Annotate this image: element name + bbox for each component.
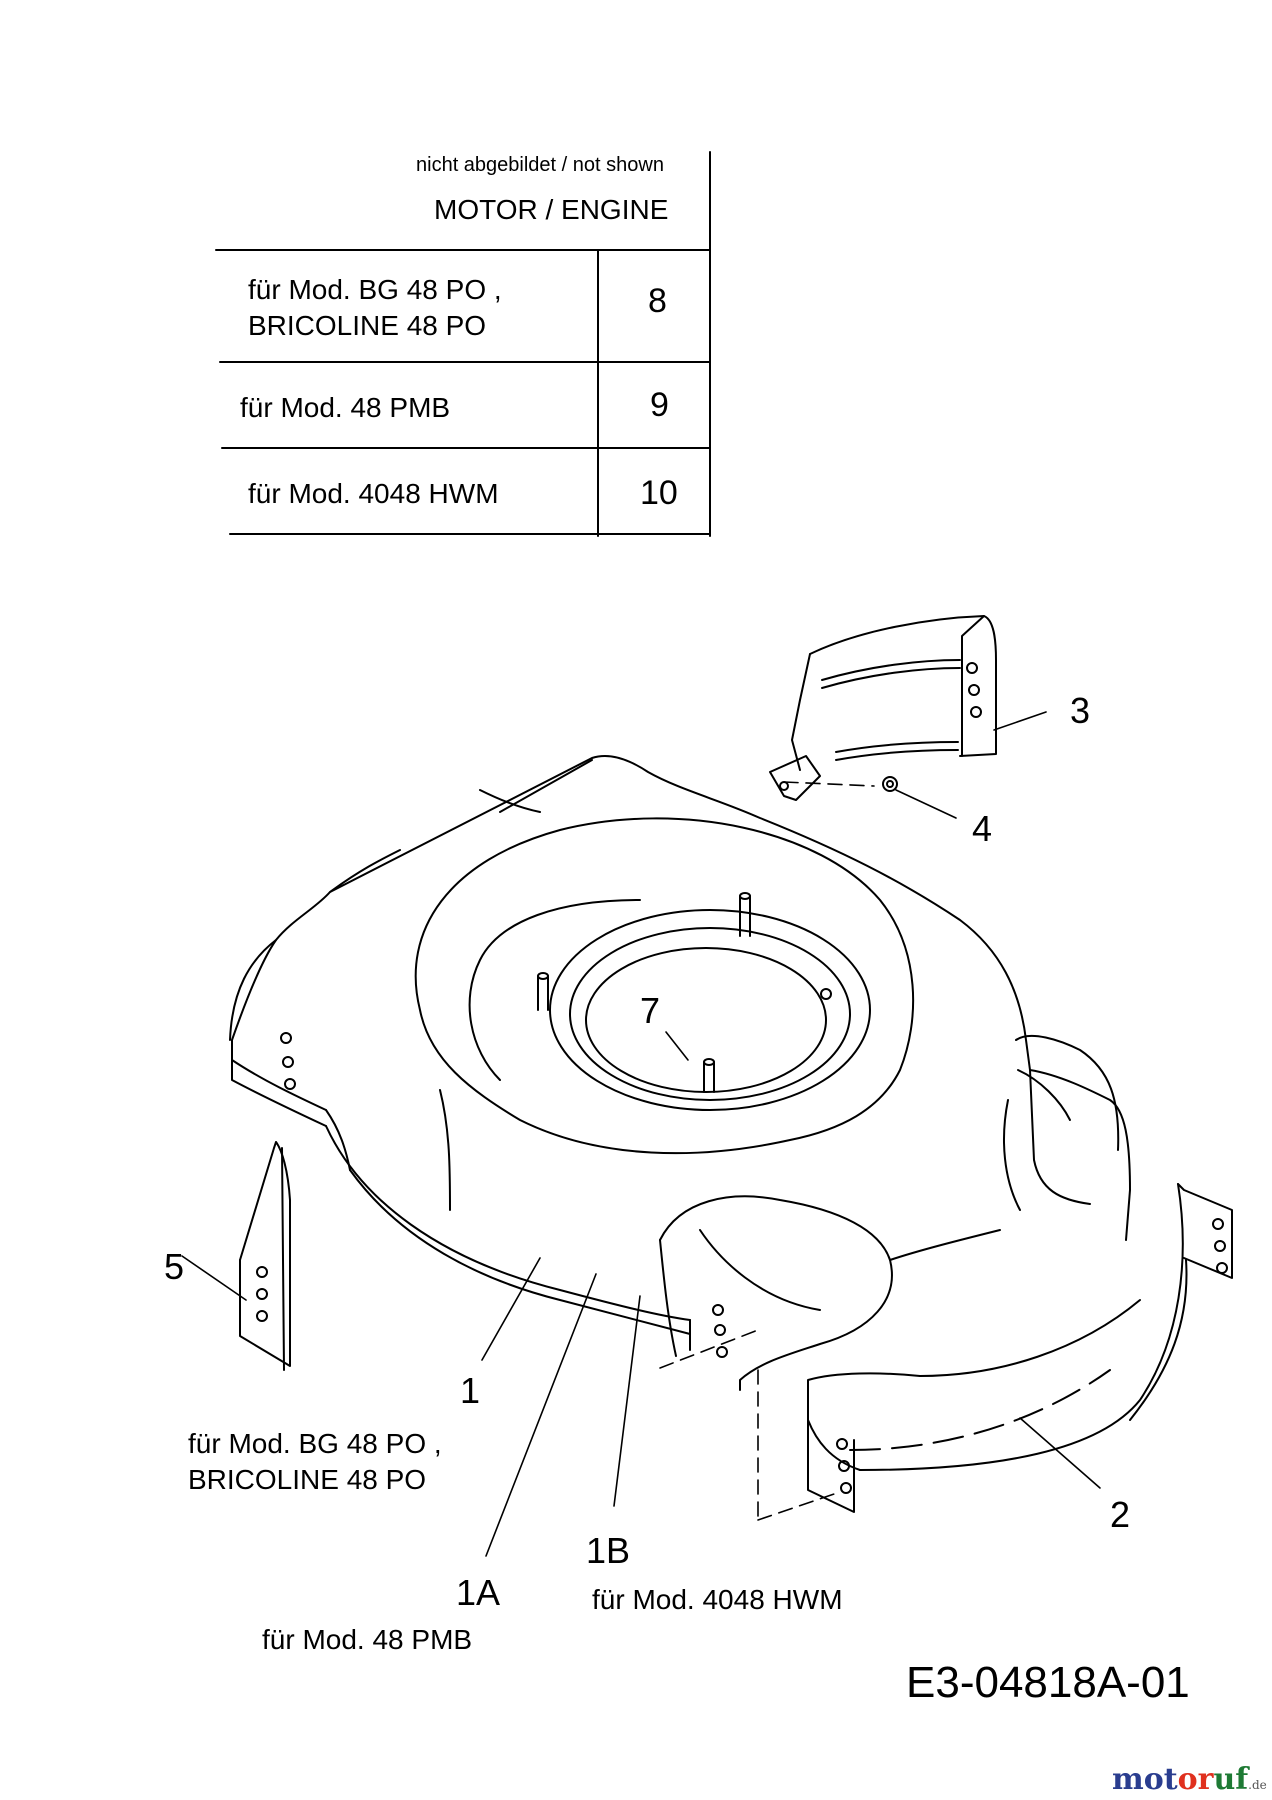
legend-row-label-line1: für Mod. 4048 HWM [248, 478, 499, 509]
deck-housing [229, 754, 1131, 1391]
legend-row-number: 8 [648, 282, 667, 320]
stud-left [537, 972, 549, 1011]
callout-4: 4 [972, 808, 993, 849]
not-shown-note: nicht abgebildet / not shown [416, 154, 664, 176]
stud-front [703, 1058, 715, 1093]
callout-3: 3 [1070, 690, 1091, 731]
callout-5: 5 [164, 1246, 185, 1287]
watermark-part3: uf [1213, 1762, 1249, 1797]
callout-1B: 1B [586, 1530, 631, 1571]
watermark-logo: motoruf.de [1112, 1762, 1267, 1797]
note-part-1B: für Mod. 4048 HWM [592, 1584, 843, 1615]
plate-5 [239, 1141, 291, 1371]
note-part-1A: für Mod. 48 PMB [262, 1624, 473, 1655]
legend-row-label: für Mod. BG 48 PO , BRICOLINE 48 PO [248, 272, 502, 344]
callout-2: 2 [1110, 1494, 1131, 1535]
drawing-code: E3-04818A-01 [906, 1658, 1190, 1707]
legend-row-number: 9 [650, 386, 669, 424]
note-part-1-line1: für Mod. BG 48 PO , [188, 1428, 442, 1459]
rear-guard [807, 1183, 1233, 1513]
callout-1A: 1A [456, 1572, 501, 1613]
watermark-suffix: .de [1248, 1778, 1267, 1792]
legend-row-label: für Mod. 48 PMB [240, 390, 450, 426]
mounting-guides [659, 781, 875, 1521]
callout-1: 1 [460, 1370, 481, 1411]
leader-lines [181, 711, 1101, 1557]
stud-top [739, 892, 751, 937]
legend-row-label-line2: BRICOLINE 48 PO [248, 310, 487, 341]
legend-row-label: für Mod. 4048 HWM [248, 476, 499, 512]
legend-row-label-line1: für Mod. BG 48 PO , [248, 274, 502, 305]
legend-table-lines [215, 151, 711, 537]
deflector-3 [769, 615, 997, 801]
watermark-part1: mot [1112, 1762, 1178, 1797]
nut-4 [882, 776, 898, 792]
note-part-1: für Mod. BG 48 PO , BRICOLINE 48 PO [188, 1426, 442, 1498]
callout-7: 7 [640, 990, 661, 1031]
motor-engine-label: MOTOR / ENGINE [434, 194, 669, 225]
legend-row-number: 10 [640, 474, 678, 512]
note-part-1-line2: BRICOLINE 48 PO [188, 1464, 427, 1495]
watermark-part2: or [1177, 1762, 1214, 1797]
legend-row-label-line1: für Mod. 48 PMB [240, 392, 451, 423]
